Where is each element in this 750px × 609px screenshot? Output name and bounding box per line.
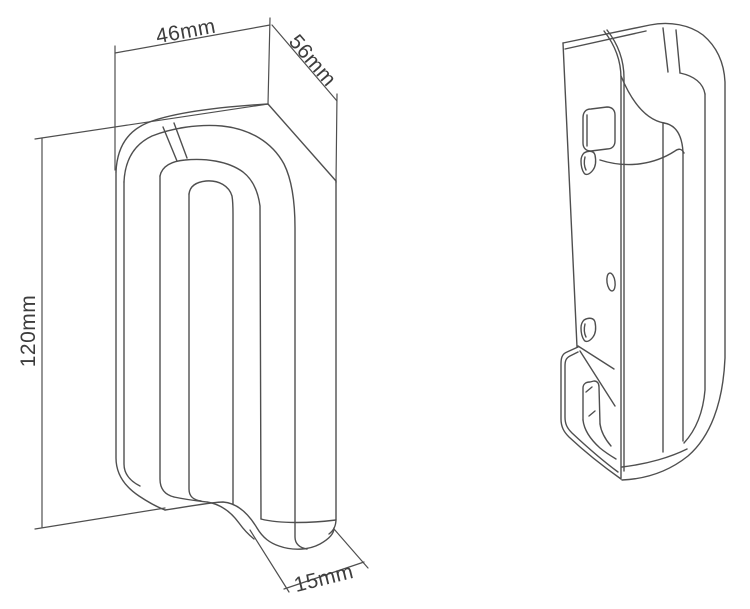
bottom-hook [560, 345, 622, 480]
drawing-line [115, 103, 269, 173]
extension-line [333, 528, 369, 569]
drawing-line [603, 30, 622, 479]
drawing-line [675, 29, 681, 74]
drawing-line [164, 501, 335, 550]
drawing-line [159, 158, 262, 520]
front-isometric-view [115, 103, 337, 550]
drawing-line [606, 29, 625, 472]
drawing-line [599, 148, 685, 166]
drawing-line [679, 72, 706, 95]
drawing-line [115, 171, 166, 511]
drawing-line [173, 496, 255, 540]
drawing-line [188, 193, 202, 502]
drawing-line [173, 122, 188, 159]
drawing-line [663, 122, 684, 153]
extension-line [34, 507, 166, 530]
drawing-line [683, 93, 706, 444]
keyhole-slot [582, 106, 616, 152]
dimension-line-lip [283, 561, 365, 590]
drawing-line [621, 448, 688, 468]
drawing-line [564, 30, 647, 50]
drawing-line [123, 124, 308, 550]
drawing-line [260, 518, 337, 524]
dim-height-label: 120mm [17, 294, 40, 368]
extension-line [335, 93, 338, 184]
drawing-line [562, 22, 726, 481]
extension-line [267, 17, 271, 105]
drawing-line [188, 180, 234, 505]
drawing-line [562, 42, 578, 348]
clip-tab-upper [580, 150, 597, 176]
drawing-line [267, 103, 337, 182]
drawing-line [620, 75, 665, 124]
clip-tab-lower [580, 317, 597, 343]
drawing-line [162, 126, 178, 162]
drawing-line [159, 175, 175, 498]
dimension-line-depth [271, 24, 338, 102]
cable-hole [606, 272, 616, 292]
drawing-line [662, 27, 669, 73]
rear-isometric-view [560, 22, 726, 481]
dimension-line-width [114, 24, 271, 54]
drawing-line [123, 181, 141, 487]
extension-line [34, 103, 269, 140]
drawing-line [328, 180, 337, 535]
dimension-lines [34, 17, 369, 593]
extension-line [249, 529, 290, 593]
